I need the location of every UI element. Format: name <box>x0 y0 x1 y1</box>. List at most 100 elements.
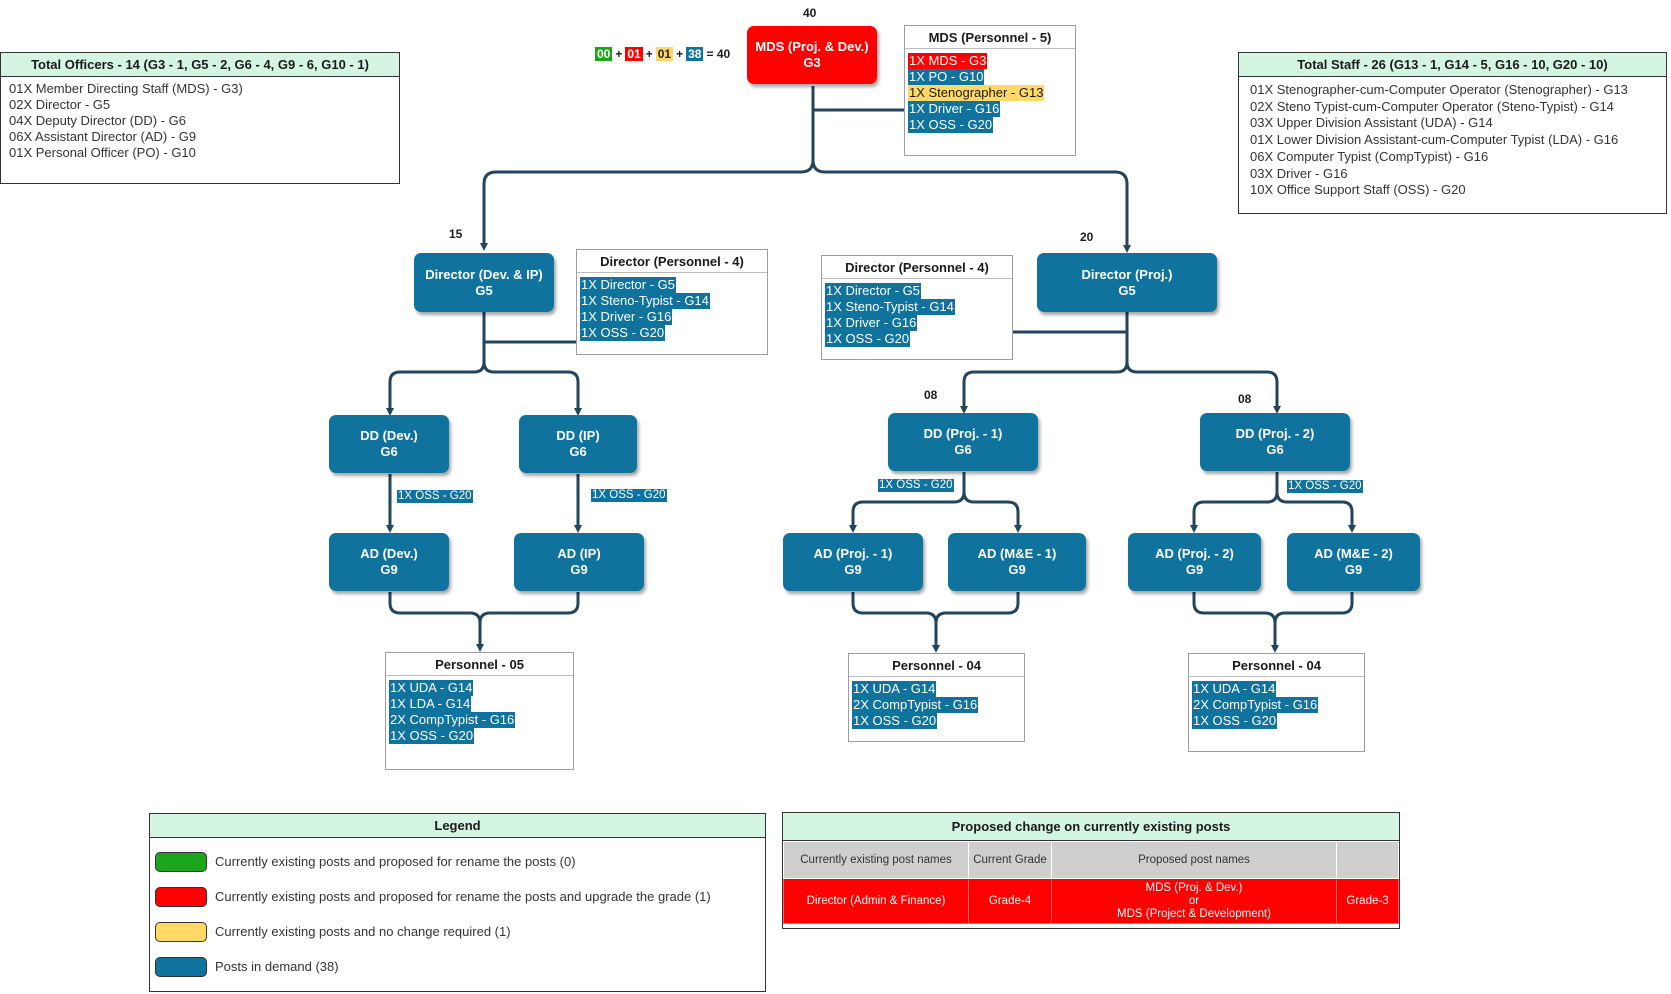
personnel-item: 1X UDA - G14 <box>389 680 474 696</box>
dd-proj2-count: 08 <box>1238 392 1252 406</box>
personnel-item: 1X OSS - G20 <box>580 325 666 341</box>
panel-title: Director (Personnel - 4) <box>822 256 1012 279</box>
ad-proj1-node[interactable]: AD (Proj. - 1) G9 <box>783 533 923 591</box>
personnel-item: 1X LDA - G14 <box>389 696 472 712</box>
formula-green: 00 <box>595 47 613 61</box>
dd-proj1-node[interactable]: DD (Proj. - 1) G6 <box>888 413 1038 471</box>
ad-dev-node[interactable]: AD (Dev.) G9 <box>329 533 449 591</box>
node-title: DD (Proj. - 1) <box>923 426 1003 441</box>
node-grade: G9 <box>844 562 862 577</box>
col-header <box>1336 841 1399 879</box>
node-title: DD (IP) <box>556 428 600 443</box>
personnel-item: 1X Driver - G16 <box>825 315 918 331</box>
personnel-item: 1X Driver - G16 <box>908 101 1001 117</box>
personnel-item: 1X OSS - G20 <box>852 713 938 729</box>
mds-personnel-panel: MDS (Personnel - 5) 1X MDS - G3 1X PO - … <box>904 25 1076 156</box>
node-title: Director (Dev. & IP) <box>425 266 543 282</box>
staff-item: 06X Computer Typist (CompTypist) - G16 <box>1250 148 1489 164</box>
personnel-item: 2X CompTypist - G16 <box>389 712 516 728</box>
mds-node[interactable]: MDS (Proj. & Dev.) G3 <box>747 26 877 84</box>
dd-ip-node[interactable]: DD (IP) G6 <box>519 415 637 473</box>
proposed-change-box: Proposed change on currently existing po… <box>782 812 1400 929</box>
personnel-item: 1X UDA - G14 <box>1192 681 1277 697</box>
director-dev-ip-node[interactable]: Director (Dev. & IP) G5 <box>414 253 554 312</box>
legend-item: Posts in demand (38) <box>150 949 765 984</box>
node-grade: G6 <box>380 444 398 459</box>
personnel-item: 1X OSS - G20 <box>389 728 475 744</box>
legend-item: Currently existing posts and proposed fo… <box>150 879 765 914</box>
formula-yellow: 01 <box>655 47 674 61</box>
officer-item: 04X Deputy Director (DD) - G6 <box>9 113 186 128</box>
node-grade: G9 <box>570 562 588 577</box>
edge-label-oss: 1X OSS - G20 <box>1287 480 1363 493</box>
edge-label-oss: 1X OSS - G20 <box>397 490 473 503</box>
legend-title: Legend <box>150 814 765 838</box>
personnel-item: 1X Driver - G16 <box>580 309 673 325</box>
node-title: AD (Dev.) <box>360 546 418 561</box>
node-grade: G6 <box>954 442 972 457</box>
col-header: Current Grade <box>968 841 1052 879</box>
edge-label-oss: 1X OSS - G20 <box>878 479 954 492</box>
ad-ip-node[interactable]: AD (IP) G9 <box>514 533 644 591</box>
staff-item: 01X Lower Division Assistant-cum-Compute… <box>1250 132 1619 148</box>
legend-swatch-red <box>155 886 207 907</box>
personnel-item: 1X UDA - G14 <box>852 681 937 697</box>
node-grade: G3 <box>803 55 821 70</box>
total-officers-box: Total Officers - 14 (G3 - 1, G5 - 2, G6 … <box>0 52 400 184</box>
formula-red: 01 <box>625 47 643 61</box>
officer-item: 02X Director - G5 <box>9 97 111 112</box>
officer-item: 06X Assistant Director (AD) - G9 <box>9 129 197 144</box>
ad-proj2-node[interactable]: AD (Proj. - 2) G9 <box>1128 533 1261 591</box>
personnel-dev-panel: Personnel - 05 1X UDA - G14 1X LDA - G14… <box>385 652 574 770</box>
table-row: Director (Admin & Finance) Grade-4 MDS (… <box>783 878 1399 924</box>
col-header: Currently existing post names <box>783 841 969 879</box>
personnel-item: 1X OSS - G20 <box>908 117 994 133</box>
legend-box: Legend Currently existing posts and prop… <box>149 813 766 992</box>
staff-item: 10X Office Support Staff (OSS) - G20 <box>1250 182 1466 198</box>
node-title: Director (Proj.) <box>1081 266 1173 282</box>
dir-dev-count: 15 <box>449 227 463 241</box>
dd-proj2-node[interactable]: DD (Proj. - 2) G6 <box>1200 413 1350 471</box>
node-title: MDS (Proj. & Dev.) <box>755 39 869 54</box>
total-officers-title: Total Officers - 14 (G3 - 1, G5 - 2, G6 … <box>1 53 399 77</box>
personnel-item: 1X Steno-Typist - G14 <box>580 293 710 309</box>
total-staff-title: Total Staff - 26 (G13 - 1, G14 - 5, G16 … <box>1239 53 1666 77</box>
personnel-item: 1X Director - G5 <box>580 277 676 293</box>
ad-me2-node[interactable]: AD (M&E - 2) G9 <box>1287 533 1420 591</box>
staff-item: 02X Steno Typist-cum-Computer Operator (… <box>1250 98 1614 114</box>
legend-swatch-yellow <box>155 921 207 942</box>
legend-swatch-blue <box>155 956 207 977</box>
node-title: DD (Dev.) <box>360 428 418 443</box>
personnel-item: 1X Stenographer - G13 <box>908 85 1045 101</box>
panel-title: Personnel - 04 <box>1189 654 1364 677</box>
node-grade: G5 <box>1118 282 1136 298</box>
director-proj-node[interactable]: Director (Proj.) G5 <box>1037 253 1217 312</box>
personnel-item: 1X OSS - G20 <box>825 331 911 347</box>
dd-proj1-count: 08 <box>924 388 938 402</box>
node-title: AD (M&E - 2) <box>1314 546 1393 561</box>
formula-blue: 38 <box>686 47 704 61</box>
director-proj-personnel-panel: Director (Personnel - 4) 1X Director - G… <box>821 255 1013 360</box>
officer-item: 01X Personal Officer (PO) - G10 <box>9 145 196 160</box>
node-grade: G6 <box>1266 442 1284 457</box>
panel-title: Personnel - 04 <box>849 654 1024 677</box>
total-staff-box: Total Staff - 26 (G13 - 1, G14 - 5, G16 … <box>1238 52 1667 214</box>
staff-item: 01X Stenographer-cum-Computer Operator (… <box>1250 82 1628 97</box>
personnel-item: 2X CompTypist - G16 <box>1192 697 1319 713</box>
node-title: AD (IP) <box>557 546 601 561</box>
officer-item: 01X Member Directing Staff (MDS) - G3) <box>9 81 243 96</box>
staff-item: 03X Driver - G16 <box>1250 165 1348 181</box>
ad-me1-node[interactable]: AD (M&E - 1) G9 <box>948 533 1086 591</box>
cell-proposed-name: MDS (Proj. & Dev.) or MDS (Project & Dev… <box>1051 878 1337 924</box>
post-count-formula: 00 + 01 + 01 + 38 = 40 <box>595 47 731 61</box>
legend-item: Currently existing posts and proposed fo… <box>150 844 765 879</box>
personnel-item: 1X PO - G10 <box>908 69 985 85</box>
node-grade: G9 <box>380 562 398 577</box>
dd-dev-node[interactable]: DD (Dev.) G6 <box>329 415 449 473</box>
director-dev-personnel-panel: Director (Personnel - 4) 1X Director - G… <box>576 249 768 355</box>
node-grade: G9 <box>1008 562 1026 577</box>
proposed-change-table: Currently existing post names Current Gr… <box>783 841 1399 924</box>
node-title: DD (Proj. - 2) <box>1235 426 1315 441</box>
edge-label-oss: 1X OSS - G20 <box>591 489 667 502</box>
col-header: Proposed post names <box>1051 841 1337 879</box>
